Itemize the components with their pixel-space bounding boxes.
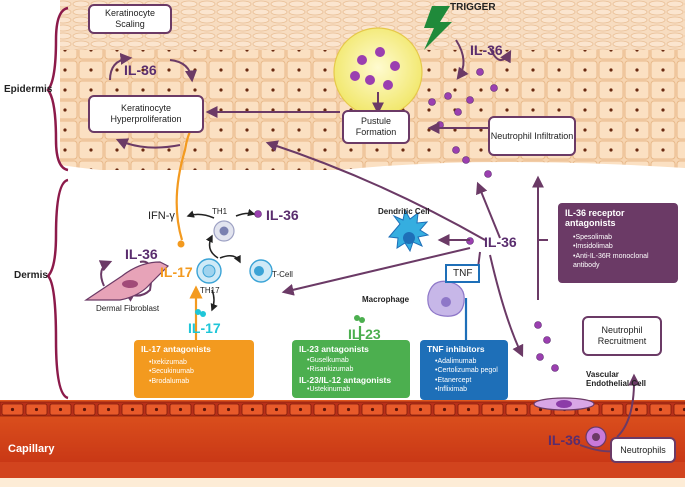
il36-label-center: IL-36 bbox=[484, 234, 517, 250]
fibroblast-label: Dermal Fibroblast bbox=[96, 304, 160, 313]
capillary-cell-nucleus bbox=[538, 407, 543, 412]
layer-dermis: Dermis bbox=[14, 270, 48, 281]
capillary-cell-nucleus bbox=[490, 407, 495, 412]
capillary-cell-nucleus bbox=[202, 407, 207, 412]
box-neutrophil-recruitment: Neutrophil Recruitment bbox=[582, 316, 662, 356]
il23-drug: Guselkumab bbox=[307, 356, 403, 365]
capillary-cell-nucleus bbox=[154, 407, 159, 412]
box-neutrophil-infiltration: Neutrophil Infiltration bbox=[488, 116, 576, 156]
il23-il12-drug: Ustekinumab bbox=[307, 385, 403, 394]
capillary-cell-nucleus bbox=[346, 407, 351, 412]
panel-il36-receptor-antagonists: IL-36 receptor antagonists Spesolimab Im… bbox=[558, 203, 678, 283]
box-neutrophils: Neutrophils bbox=[610, 437, 676, 463]
tnf-drug: Certolizumab pegol bbox=[435, 366, 501, 375]
capillary-cell-nucleus bbox=[178, 407, 183, 412]
trigger-label: TRIGGER bbox=[450, 2, 496, 13]
capillary-cell-nucleus bbox=[394, 407, 399, 412]
il36-label-th1: IL-36 bbox=[266, 207, 299, 223]
ifn-gamma-label: IFN-γ bbox=[148, 210, 175, 222]
panel-il36r-title: IL-36 receptor antagonists bbox=[565, 208, 625, 229]
capillary-cell-nucleus bbox=[106, 407, 111, 412]
capillary-cell-nucleus bbox=[34, 407, 39, 412]
il17-drug: Secukinumab bbox=[149, 367, 247, 376]
il23-label: IL-23 bbox=[348, 326, 381, 342]
il36r-drug: Imsidolimab bbox=[573, 242, 671, 251]
tnf-drug: Adalimumab bbox=[435, 357, 501, 366]
macrophage-label: Macrophage bbox=[362, 295, 410, 304]
panel-il17-title: IL-17 antagonists bbox=[141, 344, 211, 354]
vascular-endothelial-label: Vascular Endothelial Cell bbox=[586, 370, 647, 389]
box-keratinocyte-hyperproliferation: Keratinocyte Hyperproliferation bbox=[88, 95, 204, 133]
capillary-cell-nucleus bbox=[298, 407, 303, 412]
panel-tnf-inhibitors: TNF inhibitors Adalimumab Certolizumab p… bbox=[420, 340, 508, 400]
capillary-cell-nucleus bbox=[250, 407, 255, 412]
il17-label-orange: IL-17 bbox=[160, 264, 193, 280]
th17-label: TH17 bbox=[200, 286, 220, 295]
capillary-cell-nucleus bbox=[226, 407, 231, 412]
il36-label-top: IL-36 bbox=[470, 42, 503, 58]
il36-label-fibroblast: IL-36 bbox=[125, 246, 158, 262]
capillary-cell-nucleus bbox=[610, 407, 615, 412]
panel-il23-title: IL-23 antagonists bbox=[299, 344, 369, 354]
panel-il17-antagonists: IL-17 antagonists Ixekizumab Secukinumab… bbox=[134, 340, 254, 398]
capillary-cell-nucleus bbox=[442, 407, 447, 412]
capillary-cell-nucleus bbox=[586, 407, 591, 412]
capillary-cell-nucleus bbox=[274, 407, 279, 412]
capillary-cell-nucleus bbox=[514, 407, 519, 412]
capillary-cell-nucleus bbox=[10, 407, 15, 412]
tnf-drug: Etanercept bbox=[435, 376, 501, 385]
box-pustule-formation: Pustule Formation bbox=[342, 110, 410, 144]
il36r-drug: Anti-IL-36R monoclonal antibody bbox=[573, 252, 671, 271]
capillary-cell-nucleus bbox=[130, 407, 135, 412]
il23-drug: Risankizumab bbox=[307, 365, 403, 374]
capillary-cell-nucleus bbox=[418, 407, 423, 412]
layer-epidermis: Epidermis bbox=[4, 84, 53, 95]
il17-label-cyan: IL-17 bbox=[188, 320, 221, 336]
tnf-label: TNF bbox=[445, 264, 481, 283]
panel-il23-antagonists: IL-23 antagonists Guselkumab Risankizuma… bbox=[292, 340, 410, 398]
il17-drug: Ixekizumab bbox=[149, 358, 247, 367]
capillary-cell-nucleus bbox=[322, 407, 327, 412]
capillary-cell-nucleus bbox=[82, 407, 87, 412]
il36-label-epidermis: IL-36 bbox=[124, 62, 157, 78]
box-keratinocyte-scaling: Keratinocyte Scaling bbox=[88, 4, 172, 34]
capillary-cell-nucleus bbox=[466, 407, 471, 412]
dendritic-cell-label: Dendritic Cell bbox=[378, 207, 430, 216]
panel-il23-il12-title: IL-23/IL-12 antagonists bbox=[299, 374, 392, 385]
il17-drug: Brodalumab bbox=[149, 377, 247, 386]
capillary-cell-nucleus bbox=[370, 407, 375, 412]
il36r-drug: Spesolimab bbox=[573, 233, 671, 242]
layer-capillary: Capillary bbox=[8, 443, 55, 455]
il36-label-capillary: IL-36 bbox=[548, 432, 581, 448]
panel-tnf-title: TNF inhibitors bbox=[427, 344, 485, 354]
th1-label: TH1 bbox=[212, 207, 228, 216]
capillary-cell-nucleus bbox=[682, 407, 685, 412]
capillary-cell-nucleus bbox=[658, 407, 663, 412]
capillary-cell-nucleus bbox=[634, 407, 639, 412]
capillary-cell-nucleus bbox=[58, 407, 63, 412]
tcell-label: T-Cell bbox=[272, 270, 293, 279]
tnf-drug: Infliximab bbox=[435, 385, 501, 394]
